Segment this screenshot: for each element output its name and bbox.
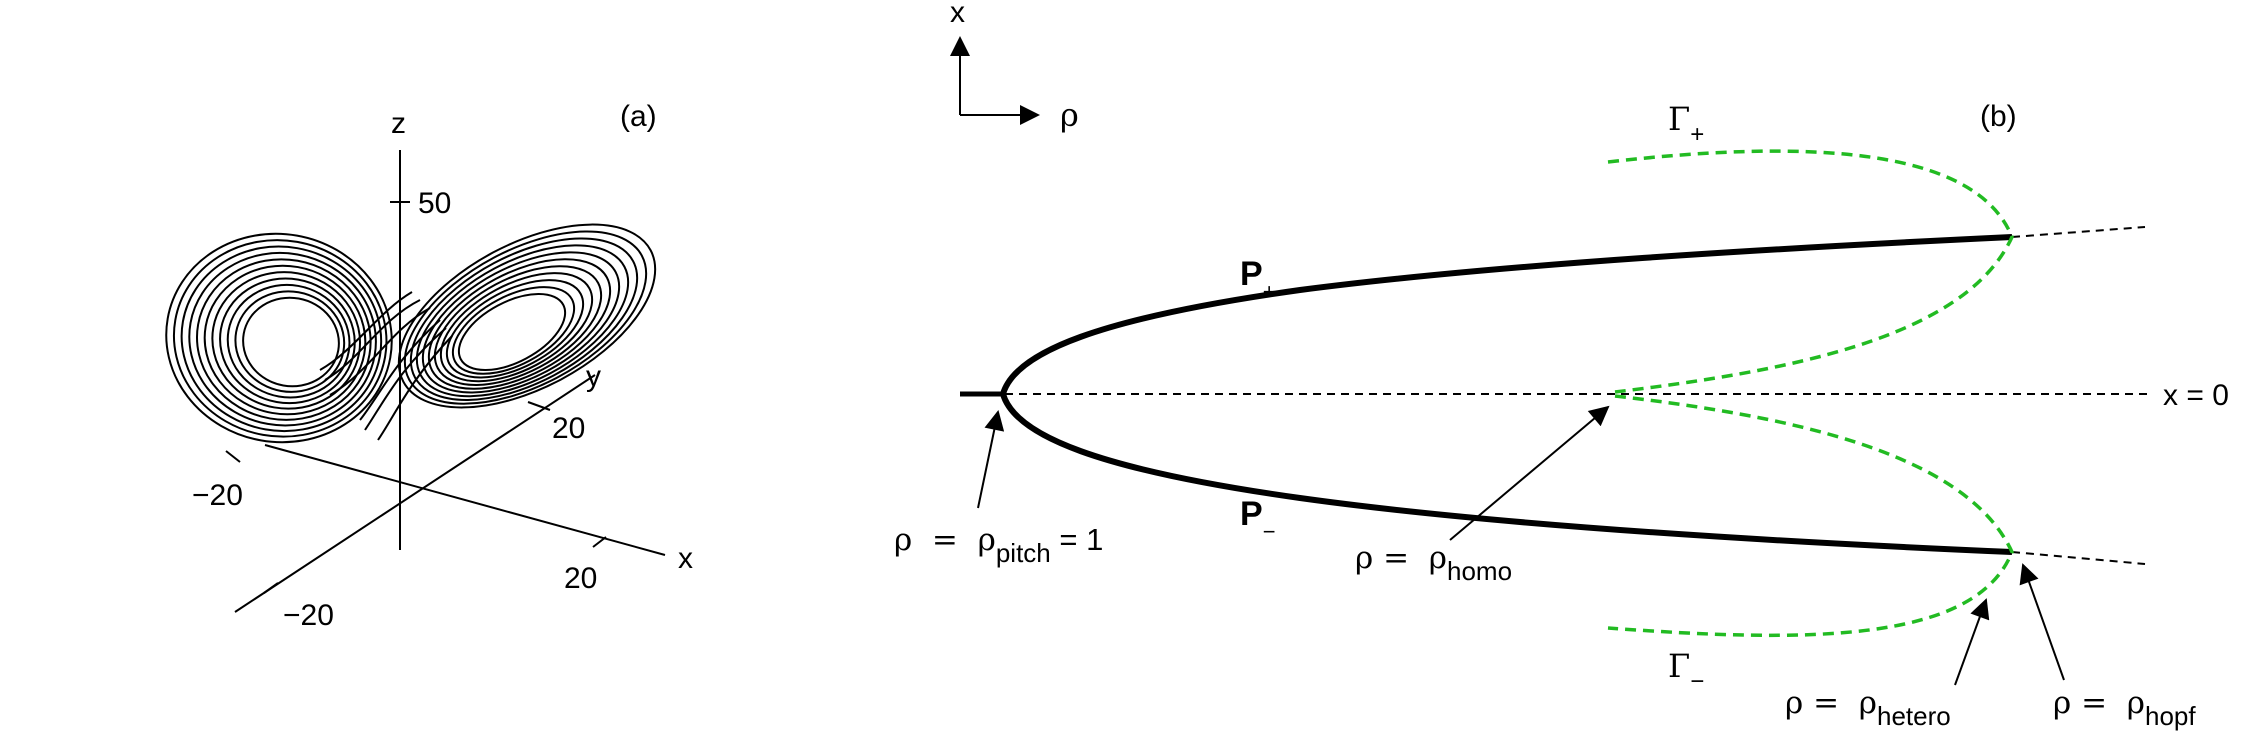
- z-axis-label: z: [391, 107, 406, 140]
- attractor-strand: [359, 319, 441, 421]
- x-axis-line: [264, 444, 666, 556]
- gamma-plus-label: Γ+: [1668, 100, 1704, 148]
- x-tick-neg20: [263, 582, 279, 594]
- cycle-gamma-plus: [1607, 149, 2014, 394]
- attractor-strand: [329, 307, 431, 396]
- attractor-right-loop: [451, 286, 576, 375]
- p-minus-label: P−: [1240, 495, 1276, 544]
- attractor-strand: [324, 299, 421, 381]
- panel-a-tag: (a): [620, 100, 657, 133]
- attractor-right-loop: [445, 279, 585, 379]
- attractor-left-loop: [219, 277, 356, 405]
- attractor-right-loop: [421, 251, 621, 394]
- branch-p-minus-unstable: [2011, 551, 2146, 565]
- x-axis-label: x: [678, 542, 693, 575]
- attractor-strand: [319, 291, 413, 371]
- orient-x-label: x: [950, 0, 965, 29]
- cycle-gamma-minus: [1607, 394, 2014, 638]
- attractor-strand: [364, 327, 447, 431]
- attractor-right-loop: [415, 244, 630, 398]
- y-tick-label-neg20: −20: [192, 479, 243, 512]
- attractor-left-loop: [234, 290, 346, 393]
- rho-pitch-label: ρ = ρpitch = 1: [894, 522, 1103, 568]
- panel-b-tag: (b): [1980, 100, 2017, 133]
- attractor-left-loop: [196, 258, 372, 421]
- attractor-right-loop: [433, 265, 603, 386]
- attractor-right-loop: [409, 237, 639, 401]
- attractor-trajectory: [165, 223, 657, 444]
- branch-p-minus: [1000, 393, 2013, 555]
- panel-b: x ρ (b) x = 0 P+ P− Γ+ Γ−: [894, 0, 2229, 731]
- attractor-right-loop: [403, 230, 648, 405]
- attractor-left-loop: [203, 264, 367, 416]
- branch-p-plus: [1000, 234, 2013, 395]
- attractor-right-loop: [439, 272, 594, 383]
- x-tick-20: [592, 536, 607, 548]
- attractor-left-loop: [226, 283, 351, 399]
- hetero-arrow: [1954, 598, 1990, 686]
- attractor-right-loop: [397, 223, 657, 409]
- attractor-left-loop: [180, 245, 383, 433]
- y-tick-label-20: 20: [552, 412, 585, 445]
- x-tick-label-20: 20: [564, 562, 597, 595]
- homo-arrow: [1449, 405, 1610, 541]
- rho-homo-label: ρ = ρhomo: [1355, 540, 1512, 586]
- rho-hopf-label: ρ = ρhopf: [2053, 685, 2196, 731]
- x0-label: x = 0: [2163, 379, 2229, 412]
- attractor-right-loop: [427, 258, 612, 390]
- attractor-right-loop: [457, 293, 567, 371]
- orient-rho-label: ρ: [1060, 96, 1079, 134]
- gamma-minus-label: Γ−: [1668, 647, 1704, 695]
- attractor-left-loop: [172, 239, 388, 438]
- panel-a: (a) z 50 y 20 −20 x 20 −20: [165, 100, 693, 632]
- p-plus-label: P+: [1240, 255, 1276, 304]
- x-tick-label-neg20: −20: [283, 599, 334, 632]
- y-axis-label: y: [586, 360, 601, 393]
- branch-p-plus-unstable: [2011, 226, 2146, 238]
- rho-hetero-label: ρ = ρhetero: [1785, 685, 1951, 731]
- attractor-left-loop: [242, 296, 340, 388]
- z-tick-label-50: 50: [418, 187, 451, 220]
- pitch-arrow: [977, 410, 1005, 509]
- y-tick-20: [527, 401, 551, 411]
- hopf-arrow: [2019, 563, 2065, 681]
- y-axis-line: [234, 374, 596, 613]
- attractor-strand: [377, 335, 453, 441]
- y-tick-neg20: [225, 450, 241, 463]
- attractor-left-loop: [165, 232, 393, 444]
